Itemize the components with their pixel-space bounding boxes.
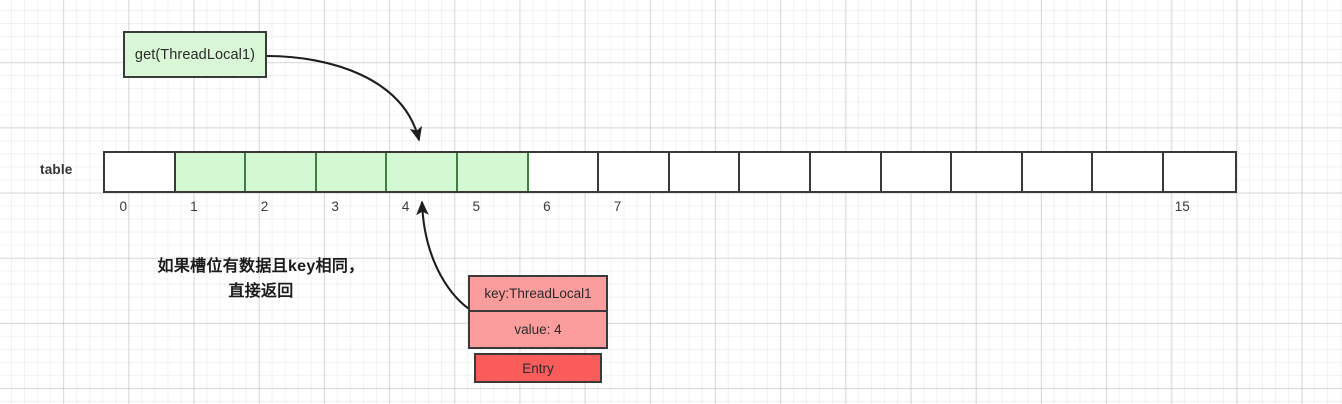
- table-slot-5[interactable]: [457, 153, 529, 191]
- get-call-label: get(ThreadLocal1): [134, 46, 256, 63]
- explanatory-note: 如果槽位有数据且key相同， 直接返回: [116, 254, 406, 304]
- table-index-label-5: 5: [472, 199, 481, 214]
- table-slot-11[interactable]: [881, 153, 953, 191]
- entry-type-box[interactable]: Entry: [474, 353, 602, 383]
- table-slot-7[interactable]: [599, 153, 670, 191]
- table-slot-13[interactable]: [1022, 153, 1094, 191]
- get-call-box[interactable]: get(ThreadLocal1): [123, 31, 267, 78]
- entry-value-label: value: 4: [514, 322, 562, 337]
- call-to-slot-arrow: [266, 54, 423, 142]
- table-slot-10[interactable]: [810, 153, 882, 191]
- table-slot-14[interactable]: [1093, 153, 1164, 191]
- table-index-label-1: 1: [190, 199, 198, 214]
- table-index-label-7: 7: [613, 199, 622, 214]
- table-index-labels: 0 1 2 3 4 5 6 7 15: [103, 199, 1237, 219]
- note-line-2: 直接返回: [228, 283, 294, 300]
- entry-to-slot-arrow: [416, 200, 475, 313]
- table-slot-9[interactable]: [740, 153, 811, 191]
- table-slot-0[interactable]: [105, 153, 176, 191]
- table-index-label-0: 0: [119, 199, 128, 214]
- table-slot-4[interactable]: [387, 153, 458, 191]
- table-index-label-6: 6: [543, 199, 551, 214]
- table-index-label-2: 2: [260, 199, 269, 214]
- table-slot-8[interactable]: [669, 153, 741, 191]
- table-slot-row: [103, 151, 1237, 193]
- entry-key-label: key:ThreadLocal1: [484, 286, 592, 301]
- entry-type-label: Entry: [522, 360, 554, 376]
- table-slot-1[interactable]: [175, 153, 247, 191]
- note-line-1: 如果槽位有数据且key相同，: [157, 258, 365, 275]
- table-slot-15[interactable]: [1163, 153, 1235, 191]
- table-index-label-3: 3: [331, 199, 339, 214]
- entry-key-box[interactable]: key:ThreadLocal1: [468, 275, 608, 312]
- table-slot-3[interactable]: [316, 153, 388, 191]
- entry-value-box[interactable]: value: 4: [468, 312, 608, 349]
- table-index-label-15: 15: [1174, 199, 1190, 214]
- table-index-label-4: 4: [401, 199, 410, 214]
- table-slot-12[interactable]: [952, 153, 1023, 191]
- table-slot-6[interactable]: [528, 153, 600, 191]
- table-label: table: [40, 162, 73, 177]
- table-slot-2[interactable]: [246, 153, 317, 191]
